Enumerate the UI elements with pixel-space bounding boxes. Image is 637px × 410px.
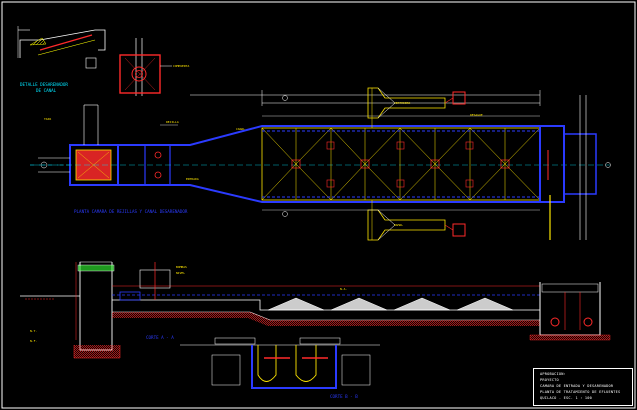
title-block: APROBACION: PROYECTO CAMARA DE ENTRADA Y… xyxy=(533,368,633,406)
title-block-line-5: QUILACO - ESC. 1 : 100 xyxy=(540,396,592,400)
plan-title: PLANTA CAMARA DE REJILLAS Y CANAL DESARE… xyxy=(74,209,188,214)
section-marker-b-right xyxy=(605,162,611,168)
title-block-line-2: PROYECTO xyxy=(540,378,559,382)
callout-vertedero: VERTEDERO xyxy=(394,101,410,105)
plan-view: REJILLA CANAL TAPA ENTRADA DESAGUE VERTE… xyxy=(30,87,611,241)
level-marker-3: N.F. xyxy=(30,339,37,343)
callout-compuerta-top: COMPUERTA xyxy=(173,64,189,68)
detail-title-line1: DETALLE DESARENADOR xyxy=(20,82,68,87)
section-marker-a-bottom xyxy=(282,211,288,217)
section-b-b-title: CORTE B - B xyxy=(330,394,358,399)
section-marker-a-top xyxy=(282,95,288,101)
callout-tapa: TAPA xyxy=(44,117,51,121)
section-b-b: CORTE B - B xyxy=(180,337,380,399)
gate-detail: COMPUERTA xyxy=(119,38,189,96)
sand-trap xyxy=(261,127,541,201)
detail-desarenador: DETALLE DESARENADOR DE CANAL xyxy=(17,26,106,93)
section-a-a-title: CORTE A - A xyxy=(146,335,174,340)
detail-title-line2: DE CANAL xyxy=(36,88,57,93)
callout-desague: DESAGUE xyxy=(470,113,483,117)
callout-bombas: BOMBAS xyxy=(176,265,187,269)
section-a-a: BOMBAS NIVEL N.T. N.A. N.F. CORTE A - A xyxy=(20,261,611,359)
title-block-line-1: APROBACION: xyxy=(540,372,566,376)
callout-rejilla: REJILLA xyxy=(166,120,179,124)
callout-canal: CANAL xyxy=(236,127,245,131)
level-marker-1: N.T. xyxy=(30,329,37,333)
callout-nivel: NIVEL xyxy=(176,271,185,275)
title-block-line-3: CAMARA DE ENTRADA Y DESARENADOR xyxy=(540,384,614,388)
title-block-line-4: PLANTA DE TRATAMIENTO DE EFLUENTES xyxy=(540,390,621,394)
level-marker-2: N.A. xyxy=(340,287,347,291)
callout-entrada: ENTRADA xyxy=(186,177,199,181)
callout-ramal: RAMAL xyxy=(394,223,403,227)
